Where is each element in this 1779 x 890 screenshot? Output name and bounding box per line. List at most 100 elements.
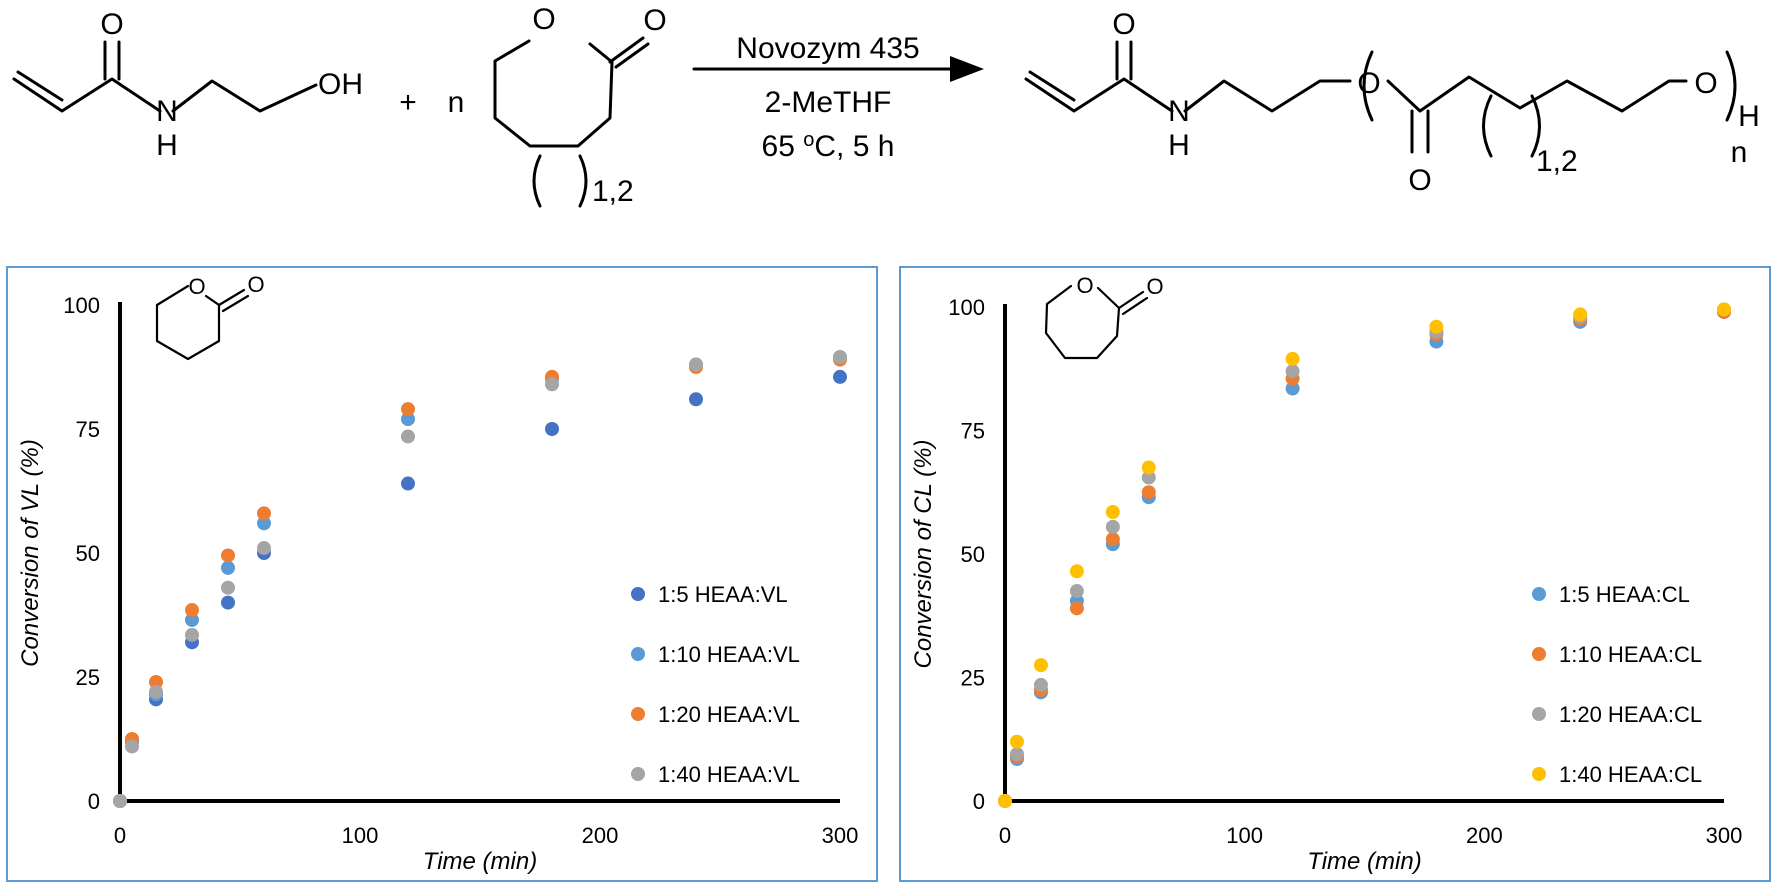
product-terminal-O: O	[1694, 67, 1717, 100]
product-amide-carbonyl	[1115, 40, 1133, 81]
legend-label: 1:10 HEAA:VL	[658, 642, 800, 667]
stoich-n: n	[448, 86, 465, 119]
y-tick-label: 25	[76, 665, 100, 690]
y-tick-label: 25	[961, 666, 985, 691]
plus-sign: +	[399, 86, 417, 119]
lactone-ring-O: O	[532, 3, 555, 36]
inset-carbonyl-O: O	[247, 272, 264, 297]
data-point	[833, 350, 847, 365]
arrow-head-icon	[950, 56, 984, 82]
x-tick-label: 200	[1466, 823, 1503, 848]
inset-ring-bonds	[1044, 284, 1149, 360]
data-point	[221, 580, 235, 595]
product-bonds	[1024, 75, 1688, 113]
data-point	[1009, 747, 1024, 762]
y-tick-label: 0	[973, 789, 985, 814]
y-tick-label: 50	[961, 542, 985, 567]
legend-label: 1:5 HEAA:VL	[658, 582, 788, 607]
inset-lactone-structure	[1044, 284, 1149, 360]
conditions-label: 65 oC, 5 h	[762, 129, 895, 163]
heaa-carbonyl-O: O	[100, 8, 123, 41]
data-point	[401, 429, 415, 444]
lactone-ring-bonds	[493, 39, 614, 148]
data-point	[1105, 505, 1120, 520]
legend-marker	[1532, 707, 1546, 721]
heaa-H: H	[156, 129, 178, 162]
x-tick-label: 100	[342, 823, 379, 848]
legend-marker	[631, 587, 645, 601]
data-point	[1717, 302, 1731, 317]
heaa-N: N	[156, 95, 178, 128]
data-point	[1069, 584, 1084, 599]
catalyst-label: Novozym 435	[736, 32, 919, 65]
y-tick-label: 100	[948, 295, 985, 320]
data-point	[185, 627, 199, 642]
data-point	[1141, 485, 1156, 500]
data-point	[1141, 470, 1156, 485]
x-tick-label: 200	[582, 823, 619, 848]
x-tick-label: 0	[999, 823, 1011, 848]
legend-marker	[631, 707, 645, 721]
heaa-bonds	[12, 77, 318, 113]
y-tick-label: 75	[961, 419, 985, 444]
heaa-vinyl-double-bond	[16, 70, 64, 102]
data-point	[1033, 677, 1048, 692]
legend-marker	[631, 647, 645, 661]
data-point	[689, 392, 703, 407]
inset-ring-O: O	[1076, 273, 1093, 298]
legend-marker	[1532, 587, 1546, 601]
product-terminal-H: H	[1738, 100, 1760, 133]
data-point	[113, 794, 127, 808]
y-tick-label: 75	[76, 417, 100, 442]
inner-bracket-right	[1530, 94, 1541, 158]
product-vinyl-double-bond	[1028, 70, 1076, 102]
data-point	[221, 595, 235, 610]
data-point	[221, 560, 235, 575]
data-point	[257, 506, 271, 521]
data-point	[221, 548, 235, 563]
data-point	[1285, 381, 1300, 396]
product-ester-carbonyl	[1410, 109, 1430, 154]
data-point	[545, 422, 559, 436]
legend-label: 1:20 HEAA:CL	[1559, 702, 1702, 727]
data-point	[1429, 319, 1444, 334]
data-point	[1069, 601, 1084, 616]
inner-bracket-left	[1482, 94, 1493, 158]
data-point	[401, 476, 415, 491]
data-point	[125, 739, 139, 754]
lactone-bracket-right	[578, 154, 588, 208]
data-point	[833, 369, 847, 384]
data-point	[1141, 460, 1156, 475]
reaction-scheme: O N H OH + n O O 1,2 Novozym 435 2-MeTHF…	[12, 3, 1760, 208]
y-axis-label: Conversion of VL (%)	[17, 439, 44, 667]
lactone-carbonyl	[608, 36, 650, 69]
product-repeat-label: 1,2	[1536, 145, 1578, 178]
y-axis-label: Conversion of CL (%)	[910, 440, 937, 669]
legend-marker	[631, 767, 645, 781]
lactone-carbonyl-O: O	[643, 4, 666, 37]
data-point	[1285, 364, 1300, 379]
data-point	[1285, 351, 1300, 366]
y-tick-label: 0	[88, 789, 100, 814]
data-point	[1009, 734, 1024, 749]
data-point	[185, 612, 199, 627]
data-point	[1069, 564, 1084, 579]
data-point	[257, 541, 271, 556]
data-point	[1105, 532, 1120, 547]
y-tick-label: 50	[76, 541, 100, 566]
solvent-label: 2-MeTHF	[765, 86, 892, 119]
legend-label: 1:20 HEAA:VL	[658, 702, 800, 727]
data-point	[149, 674, 163, 689]
x-tick-label: 0	[114, 823, 126, 848]
legend-label: 1:5 HEAA:CL	[1559, 582, 1690, 607]
product-ester-O: O	[1408, 164, 1431, 197]
legend-marker	[1532, 767, 1546, 781]
product-H-amide: H	[1168, 129, 1190, 162]
repeat-bracket-left	[1362, 50, 1374, 122]
data-point	[149, 684, 163, 699]
data-point	[998, 794, 1012, 808]
